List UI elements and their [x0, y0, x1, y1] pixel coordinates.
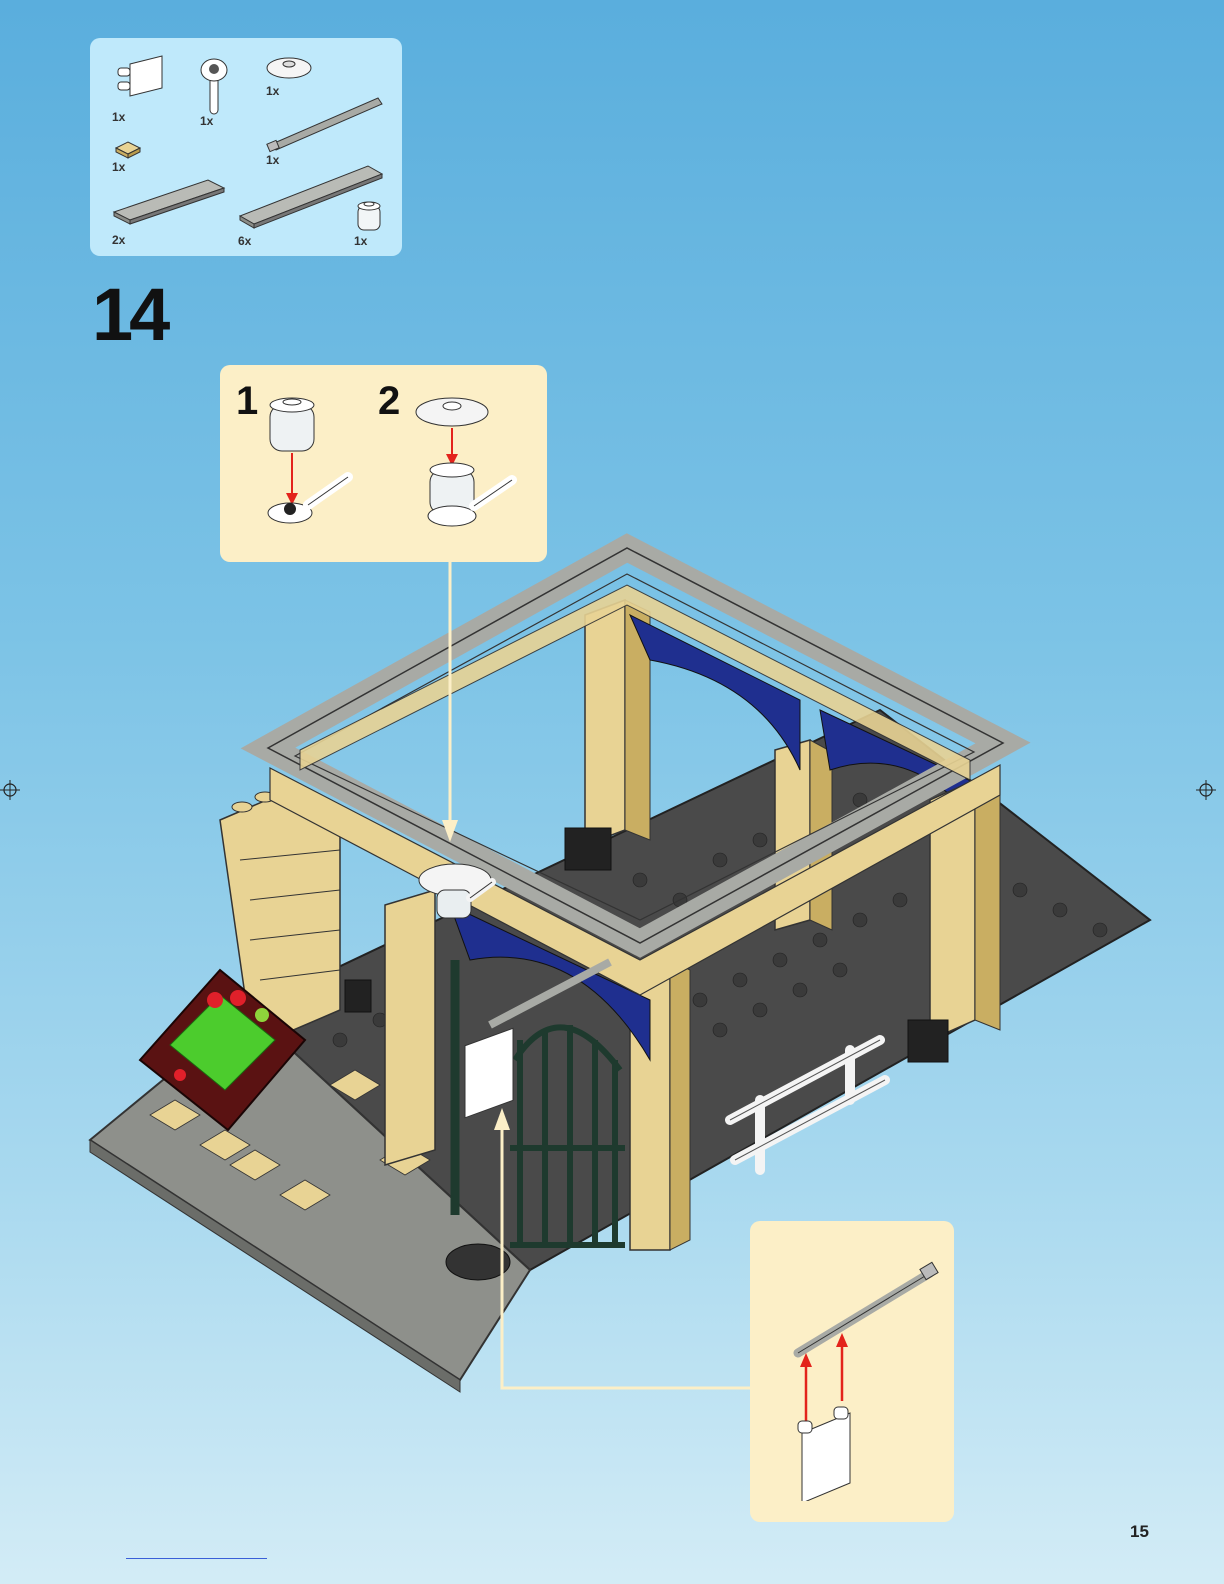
footer-rule: [126, 1558, 267, 1559]
lamp-assembly-step-2-icon: [412, 390, 522, 535]
page-number: 15: [1130, 1522, 1149, 1542]
flag-assembly-callout: [750, 1221, 954, 1522]
door-column: [385, 890, 435, 1165]
sub-step-number: 2: [378, 379, 400, 424]
flag-on-bar-assembly-icon: [770, 1251, 940, 1501]
sub-step-number: 1: [236, 379, 258, 424]
sub-assembly-callout: 1 2: [220, 365, 547, 562]
lamp-assembly-step-1-icon: [260, 395, 370, 535]
black-brick: [565, 828, 611, 870]
manhole-cover: [446, 1244, 510, 1280]
back-left-column: [585, 600, 625, 845]
